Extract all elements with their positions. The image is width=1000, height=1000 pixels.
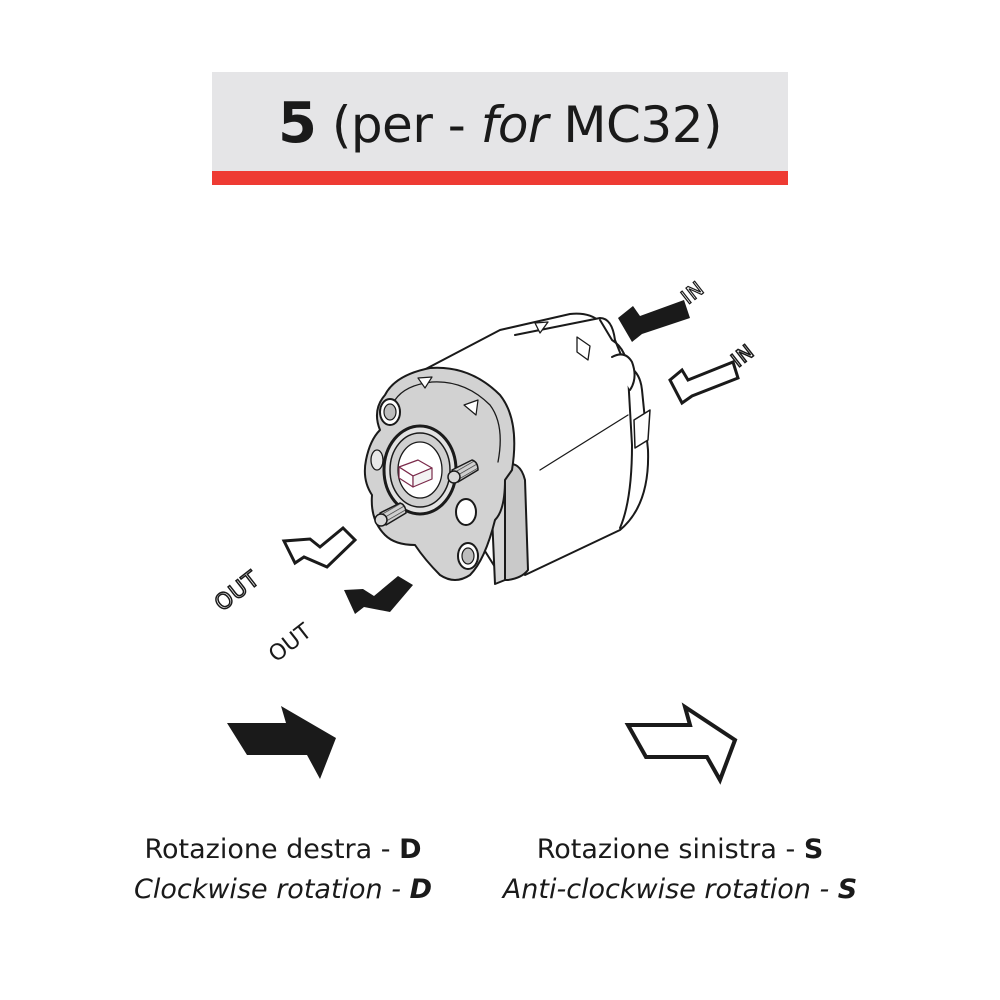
title-model: MC32): [547, 95, 723, 154]
title-accent-bar: [212, 171, 788, 185]
outline-out-arrow-icon: [281, 525, 358, 569]
out-label-filled: OUT: [264, 619, 317, 668]
anticlockwise-english: Anti-clockwise rotation - S: [495, 870, 865, 910]
filled-in-arrow-icon: [618, 300, 690, 342]
clockwise-rotation-arrow-icon: [227, 706, 336, 779]
clockwise-italian-text: Rotazione destra -: [144, 834, 400, 865]
clockwise-legend: Rotazione destra - D Clockwise rotation …: [128, 830, 438, 910]
title-number: 5: [277, 90, 317, 156]
clockwise-code-en: D: [409, 874, 432, 905]
clockwise-italian: Rotazione destra - D: [128, 830, 438, 870]
out-label-outline: OUT: [210, 566, 265, 616]
anticlockwise-legend: Rotazione sinistra - S Anti-clockwise ro…: [495, 830, 865, 910]
anticlockwise-italian-text: Rotazione sinistra -: [536, 834, 804, 865]
anticlockwise-code: S: [803, 834, 824, 865]
pump-body-icon: [363, 312, 651, 585]
anticlockwise-rotation-arrow-icon: [624, 702, 738, 785]
title-open: (per -: [316, 95, 481, 154]
title-for: for: [480, 95, 549, 154]
outline-in-arrow-icon: [668, 360, 740, 406]
page-title: 5 (per - for MC32): [278, 95, 723, 154]
title-box: 5 (per - for MC32): [212, 72, 788, 171]
filled-out-arrow-icon: [344, 576, 413, 614]
clockwise-code: D: [399, 834, 422, 865]
anticlockwise-italian: Rotazione sinistra - S: [495, 830, 865, 870]
clockwise-english-text: Clockwise rotation -: [134, 874, 410, 905]
anticlockwise-code-en: S: [837, 874, 858, 905]
anticlockwise-english-text: Anti-clockwise rotation -: [502, 874, 838, 905]
clockwise-english: Clockwise rotation - D: [128, 870, 438, 910]
